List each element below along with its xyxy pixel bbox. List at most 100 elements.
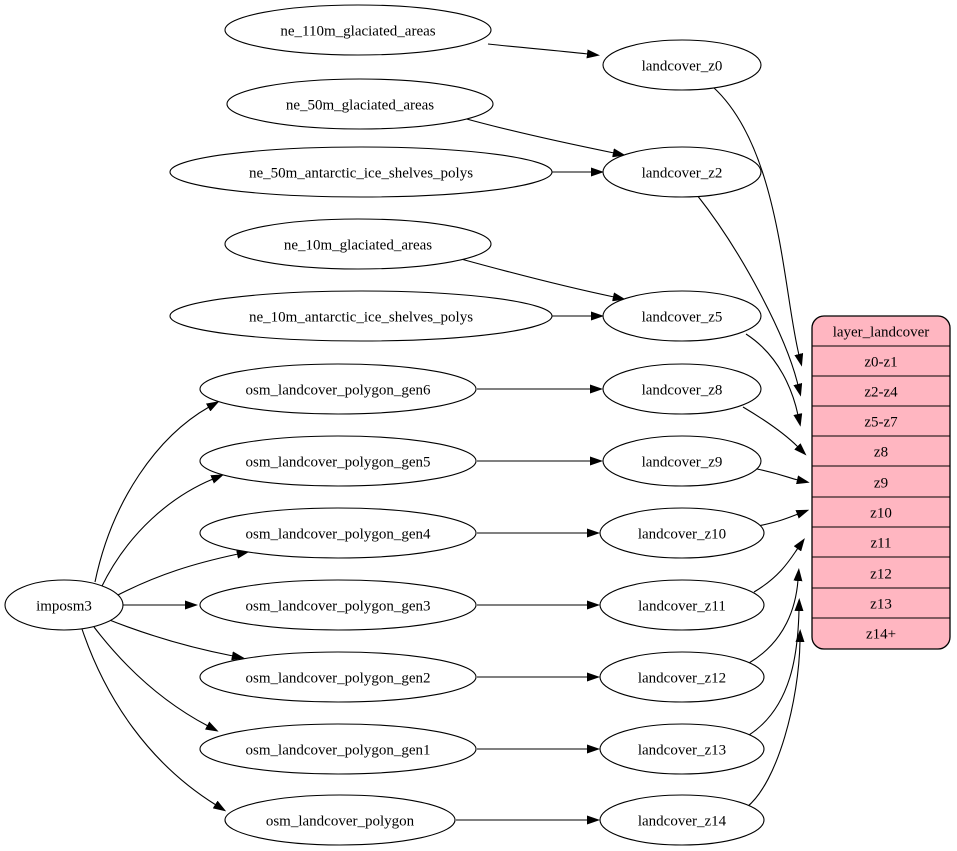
table-row-z8: z8 bbox=[874, 444, 888, 460]
node-label: ne_10m_glaciated_areas bbox=[284, 237, 432, 253]
edge-imposm3-to-osm_landcover_polygon_gen4 bbox=[113, 549, 250, 598]
node-ellipse bbox=[169, 290, 553, 342]
table-row-z5-z7: z5-z7 bbox=[864, 414, 898, 430]
node-ne_110m_glaciated_areas: ne_110m_glaciated_areas bbox=[224, 4, 492, 56]
node-ellipse bbox=[602, 39, 762, 91]
node-landcover_z10: landcover_z10 bbox=[599, 507, 765, 559]
node-label: landcover_z11 bbox=[638, 598, 726, 614]
edge-imposm3-to-osm_landcover_polygon_gen6 bbox=[94, 401, 220, 583]
table-row-z10: z10 bbox=[870, 505, 892, 521]
edge-landcover_z5-to-row-z5-z7 bbox=[745, 333, 803, 427]
node-ellipse bbox=[199, 723, 477, 775]
node-label: ne_110m_glaciated_areas bbox=[280, 23, 435, 39]
node-label: osm_landcover_polygon_gen6 bbox=[246, 382, 431, 398]
node-osm_landcover_polygon_gen1: osm_landcover_polygon_gen1 bbox=[199, 723, 477, 775]
node-label: osm_landcover_polygon_gen3 bbox=[246, 598, 431, 614]
edge-landcover_z12-to-row-z12 bbox=[748, 568, 803, 664]
node-ellipse bbox=[602, 146, 762, 198]
table-row-z9: z9 bbox=[874, 475, 888, 491]
edge-imposm3-to-osm_landcover_polygon_gen1 bbox=[93, 626, 219, 732]
edge-ne_110m_glaciated_areas-to-landcover_z0 bbox=[487, 43, 600, 59]
node-ellipse bbox=[602, 290, 762, 342]
edge-imposm3-to-osm_landcover_polygon bbox=[81, 628, 227, 812]
edge-landcover_z10-to-row-z10 bbox=[757, 509, 810, 527]
node-label: osm_landcover_polygon bbox=[266, 813, 415, 829]
node-landcover_z0: landcover_z0 bbox=[602, 39, 762, 91]
edge-imposm3-to-osm_landcover_polygon_gen5 bbox=[100, 474, 225, 589]
node-osm_landcover_polygon_gen3: osm_landcover_polygon_gen3 bbox=[199, 579, 477, 631]
node-ellipse bbox=[224, 794, 456, 846]
node-ellipse bbox=[602, 435, 762, 487]
node-label: osm_landcover_polygon_gen2 bbox=[246, 670, 431, 686]
node-label: imposm3 bbox=[36, 598, 92, 614]
node-ellipse bbox=[599, 651, 765, 703]
node-osm_landcover_polygon_gen5: osm_landcover_polygon_gen5 bbox=[199, 435, 477, 487]
table-row-z0-z1: z0-z1 bbox=[864, 354, 897, 370]
layer-table-background bbox=[811, 315, 951, 650]
node-ellipse bbox=[224, 218, 492, 270]
edge-landcover_z8-to-row-z8 bbox=[742, 406, 807, 456]
edge-ne_10m_glaciated_areas-to-landcover_z5 bbox=[460, 258, 626, 302]
node-ne_50m_glaciated_areas: ne_50m_glaciated_areas bbox=[226, 78, 494, 130]
node-ellipse bbox=[599, 794, 765, 846]
node-ne_10m_antarctic_ice_shelves_polys: ne_10m_antarctic_ice_shelves_polys bbox=[169, 290, 553, 342]
node-ne_50m_antarctic_ice_shelves_polys: ne_50m_antarctic_ice_shelves_polys bbox=[169, 146, 553, 198]
table-row-z2-z4: z2-z4 bbox=[864, 384, 898, 400]
edge-landcover_z11-to-row-z11 bbox=[753, 538, 805, 593]
edge-landcover_z9-to-row-z9 bbox=[756, 468, 810, 485]
node-landcover_z8: landcover_z8 bbox=[602, 363, 762, 415]
edge-imposm3-to-osm_landcover_polygon_gen2 bbox=[106, 618, 245, 661]
node-osm_landcover_polygon_gen6: osm_landcover_polygon_gen6 bbox=[199, 363, 477, 415]
node-label: landcover_z8 bbox=[642, 382, 723, 398]
node-label: osm_landcover_polygon_gen1 bbox=[246, 742, 431, 758]
node-ne_10m_glaciated_areas: ne_10m_glaciated_areas bbox=[224, 218, 492, 270]
node-ellipse bbox=[599, 507, 765, 559]
node-label: landcover_z12 bbox=[638, 670, 726, 686]
node-label: landcover_z13 bbox=[638, 742, 726, 758]
node-landcover_z9: landcover_z9 bbox=[602, 435, 762, 487]
node-landcover_z11: landcover_z11 bbox=[599, 579, 765, 631]
table-grid bbox=[812, 345, 950, 619]
node-ellipse bbox=[199, 363, 477, 415]
node-label: osm_landcover_polygon_gen4 bbox=[246, 526, 431, 542]
node-ellipse bbox=[4, 579, 124, 631]
node-ellipse bbox=[599, 723, 765, 775]
table-row-z14plus: z14+ bbox=[866, 626, 896, 642]
node-imposm3: imposm3 bbox=[4, 579, 124, 631]
node-ellipse bbox=[226, 78, 494, 130]
node-landcover_z5: landcover_z5 bbox=[602, 290, 762, 342]
node-label: landcover_z14 bbox=[638, 813, 727, 829]
table-row-z13: z13 bbox=[870, 596, 892, 612]
node-osm_landcover_polygon: osm_landcover_polygon bbox=[224, 794, 456, 846]
node-ellipse bbox=[199, 507, 477, 559]
node-ellipse bbox=[602, 363, 762, 415]
node-landcover_z13: landcover_z13 bbox=[599, 723, 765, 775]
node-landcover_z12: landcover_z12 bbox=[599, 651, 765, 703]
node-ellipse bbox=[199, 651, 477, 703]
edge-landcover_z0-to-row-z0-z1 bbox=[712, 86, 804, 367]
node-ellipse bbox=[169, 146, 553, 198]
table-row-z12: z12 bbox=[870, 566, 892, 582]
node-label: landcover_z2 bbox=[642, 165, 723, 181]
edge-layer bbox=[81, 43, 810, 825]
node-ellipse bbox=[599, 579, 765, 631]
node-ellipse bbox=[199, 435, 477, 487]
node-label: landcover_z10 bbox=[638, 526, 726, 542]
node-label: landcover_z0 bbox=[642, 58, 723, 74]
node-label: osm_landcover_polygon_gen5 bbox=[246, 454, 431, 470]
node-osm_landcover_polygon_gen4: osm_landcover_polygon_gen4 bbox=[199, 507, 477, 559]
layer-table-title: layer_landcover bbox=[833, 324, 930, 340]
table-row-z11: z11 bbox=[870, 535, 891, 551]
edge-ne_50m_glaciated_areas-to-landcover_z2 bbox=[462, 117, 626, 158]
node-landcover_z14: landcover_z14 bbox=[599, 794, 765, 846]
node-label: ne_50m_glaciated_areas bbox=[286, 97, 434, 113]
node-ellipse bbox=[224, 4, 492, 56]
node-label: landcover_z5 bbox=[642, 309, 723, 325]
edge-landcover_z14-to-row-z14plus bbox=[746, 629, 805, 808]
edge-landcover_z13-to-row-z13 bbox=[748, 598, 804, 736]
node-osm_landcover_polygon_gen2: osm_landcover_polygon_gen2 bbox=[199, 651, 477, 703]
node-label: ne_50m_antarctic_ice_shelves_polys bbox=[249, 165, 473, 181]
node-landcover_z2: landcover_z2 bbox=[602, 146, 762, 198]
